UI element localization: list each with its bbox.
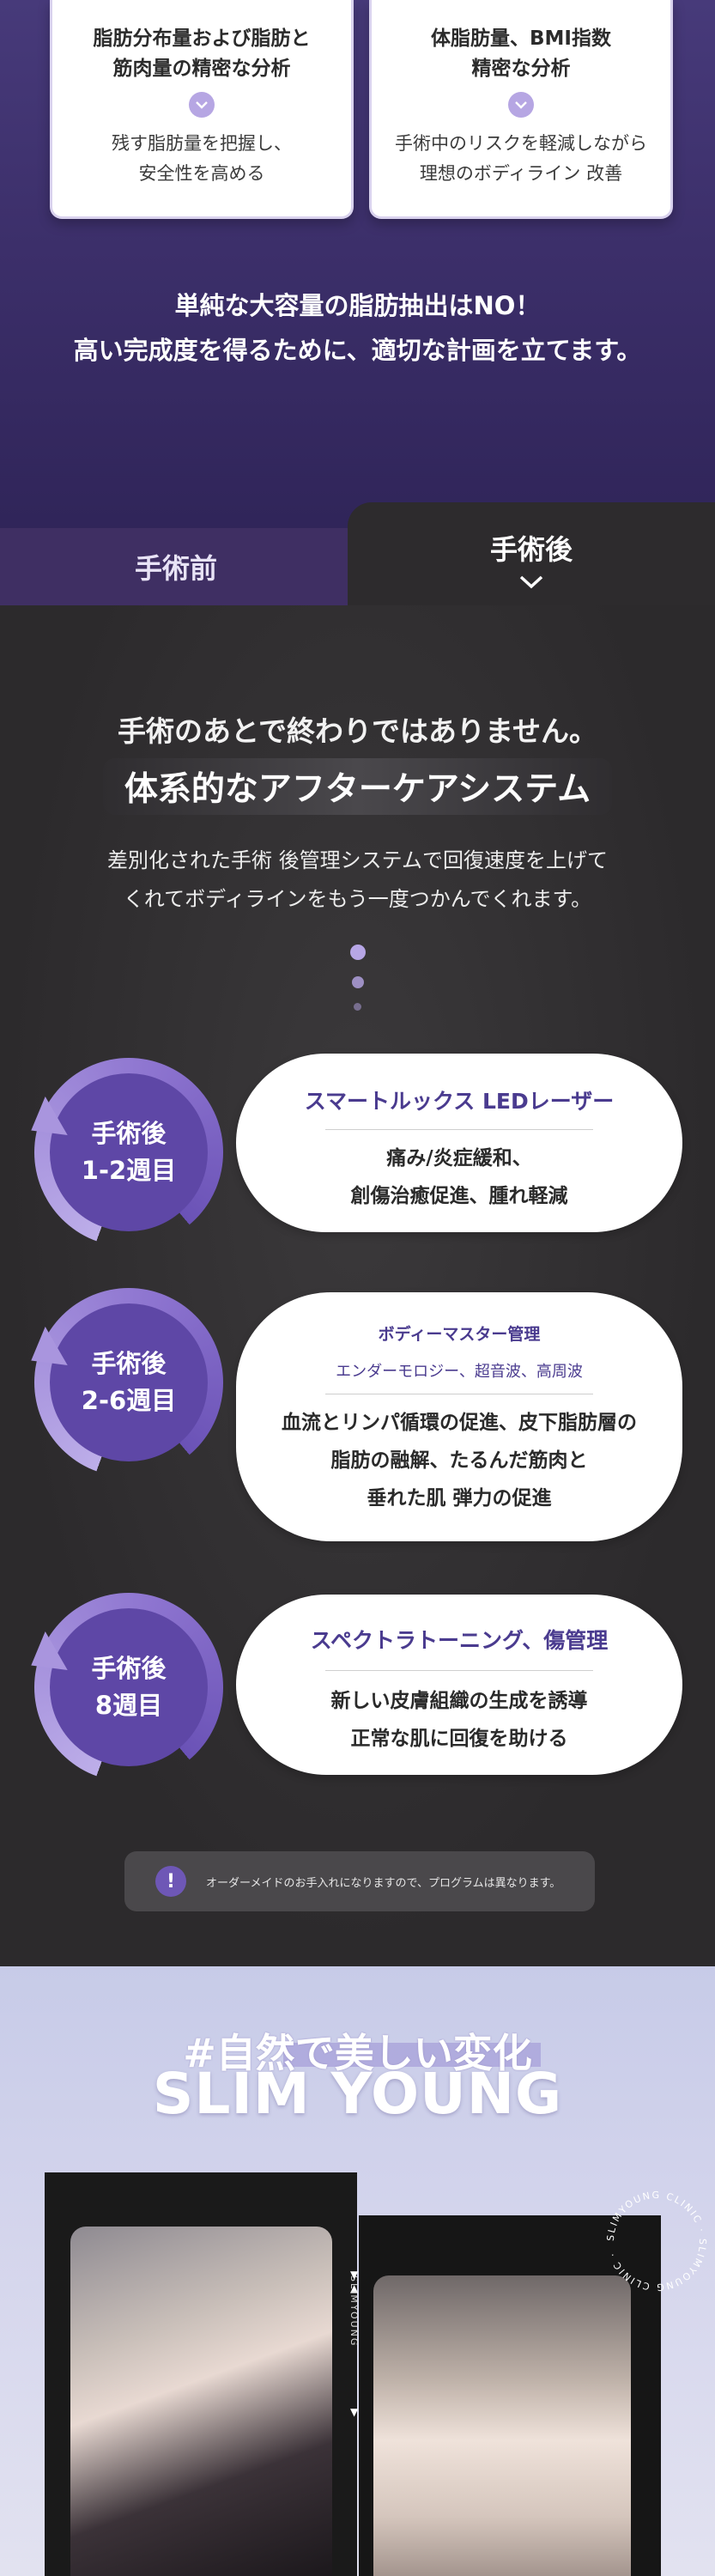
- intro-line-1: 手術のあとで終わりではありません。: [117, 714, 598, 748]
- circle-badge-text: SLIMYOUNG CLINIC · SLIMYOUNG CLINIC ·: [605, 2190, 706, 2293]
- triangle-icon: ▼: [350, 2406, 359, 2418]
- chevron-down-icon: [519, 575, 543, 589]
- slogan-line-2: 高い完成度を得るために、適切な計画を立てます。: [73, 336, 642, 365]
- progress-dot: [354, 1003, 361, 1011]
- vertical-brand-label: SLIMYOUNG: [348, 2275, 360, 2348]
- slogan-line-1: 単純な大容量の脂肪抽出はNO！: [174, 291, 541, 320]
- card-body: 手術中のリスクを軽減しながら 理想のボディライン 改善: [395, 133, 647, 184]
- model-photo-1: [70, 2227, 332, 2576]
- hashtag-heading: #自然で美しい変化: [0, 2022, 715, 2079]
- tab-before-surgery[interactable]: 手術前: [0, 528, 352, 605]
- tab-after-surgery[interactable]: 手術後: [348, 502, 715, 605]
- step-title: スマートルックス LEDレーザー: [304, 1089, 615, 1114]
- step-2-period-badge: 手術後 2-6週目: [20, 1288, 223, 1477]
- card-body: 残す脂肪量を把握し、 安全性を高める: [112, 133, 292, 184]
- step-1-period-badge: 手術後 1-2週目: [20, 1058, 223, 1247]
- step-subtitle: エンダーモロジー、超音波、高周波: [336, 1363, 583, 1381]
- step-title: ボディーマスター管理: [378, 1325, 541, 1344]
- hashtag-text: #自然で美しい変化: [183, 2030, 532, 2076]
- step-title: スペクトラトーニング、傷管理: [310, 1628, 609, 1653]
- triangle-icon: ▼: [350, 2269, 359, 2281]
- step-body: 新しい皮膚組織の生成を誘導 正常な肌に回復を助ける: [330, 1690, 588, 1750]
- svg-text:SLIMYOUNG CLINIC · SLIMYOUNG C: SLIMYOUNG CLINIC · SLIMYOUNG CLINIC ·: [605, 2190, 708, 2293]
- intro-description: 差別化された手術 後管理システムで回復速度を上げて くれてボディラインをもう一度…: [107, 848, 608, 911]
- step-period: 手術後 1-2週目: [81, 1119, 177, 1185]
- step-3-period-badge: 手術後 8週目: [20, 1593, 223, 1782]
- step-period: 手術後 8週目: [91, 1654, 167, 1720]
- chevron-down-icon: [508, 92, 534, 118]
- card-title: 体脂肪量、BMI指数 精密な分析: [431, 27, 611, 80]
- before-after-tabs: 手術前 手術後: [0, 502, 715, 605]
- analysis-card-1: 脂肪分布量および脂肪と 筋肉量の精密な分析 残す脂肪量を把握し、 安全性を高める: [50, 0, 354, 219]
- step-1-card: スマートルックス LEDレーザー 痛み/炎症緩和、 創傷治癒促進、腫れ軽減: [236, 1054, 682, 1232]
- progress-dot: [350, 945, 366, 960]
- step-2-card: ボディーマスター管理 エンダーモロジー、超音波、高周波 血流とリンパ循環の促進、…: [236, 1292, 682, 1541]
- notice-text: オーダーメイドのお手入れになりますので、プログラムは異なります。: [206, 1876, 561, 1890]
- card-title: 脂肪分布量および脂肪と 筋肉量の精密な分析: [93, 27, 311, 80]
- triangle-icon: ▲: [350, 2282, 359, 2294]
- model-photo-2: [373, 2275, 631, 2576]
- aftercare-section: 手術のあとで終わりではありません。 体系的なアフターケアシステム 差別化された手…: [0, 605, 715, 1966]
- step-body: 痛み/炎症緩和、 創傷治癒促進、腫れ軽減: [350, 1147, 568, 1207]
- step-body: 血流とリンパ循環の促進、皮下脂肪層の 脂肪の融解、たるんだ筋肉と 垂れた肌 弾力…: [282, 1412, 637, 1510]
- program-notice: ! オーダーメイドのお手入れになりますので、プログラムは異なります。: [124, 1851, 595, 1911]
- analysis-section: 脂肪分布量および脂肪と 筋肉量の精密な分析 残す脂肪量を把握し、 安全性を高める…: [0, 0, 715, 550]
- clinic-circle-badge: SLIMYOUNG CLINIC · SLIMYOUNG CLINIC ·: [605, 2190, 708, 2293]
- brand-logo: SLIM YOUNG: [152, 2061, 563, 2127]
- step-period: 手術後 2-6週目: [81, 1349, 177, 1415]
- intro-headline: 体系的なアフターケアシステム: [103, 758, 612, 815]
- gallery-section: #自然で美しい変化 SLIM YOUNG ▼ ▲ SLIMYOUNG ▼ SLI…: [0, 1966, 715, 2576]
- tab-after-label: 手術後: [489, 533, 573, 566]
- info-icon: !: [155, 1866, 186, 1897]
- slogan: 単純な大容量の脂肪抽出はNO！ 高い完成度を得るために、適切な計画を立てます。: [0, 283, 715, 373]
- progress-dot: [352, 976, 364, 988]
- highlight-bar: [283, 2043, 541, 2067]
- chevron-down-icon: [189, 92, 215, 118]
- step-3-card: スペクトラトーニング、傷管理 新しい皮膚組織の生成を誘導 正常な肌に回復を助ける: [236, 1595, 682, 1775]
- analysis-card-2: 体脂肪量、BMI指数 精密な分析 手術中のリスクを軽減しながら 理想のボディライ…: [369, 0, 673, 219]
